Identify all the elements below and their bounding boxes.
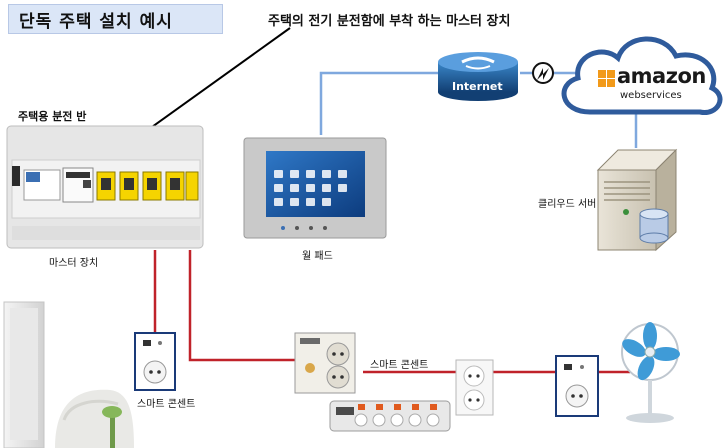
- outlet-icon-left: [134, 332, 176, 391]
- smart-outlet-double: [294, 332, 356, 394]
- server-icon: [596, 148, 678, 252]
- smart-outlet-left-label: 스마트 콘센트: [137, 399, 196, 410]
- database-icon: [639, 208, 669, 244]
- callout-text: 주택의 전기 분전함에 부착 하는 마스터 장치: [268, 14, 511, 29]
- panel-label: 주택용 분전 반: [18, 110, 87, 123]
- aws-cubes-icon: [598, 70, 615, 87]
- power-lines: [153, 250, 630, 374]
- wall-pad: [243, 137, 387, 239]
- cloud-server-label: 클리우드 서버: [538, 199, 597, 210]
- smart-outlet-mid-label: 스마트 콘센트: [370, 360, 429, 371]
- chair-icon: [55, 389, 134, 448]
- distribution-panel: [6, 125, 204, 249]
- air-purifier-icon: [3, 301, 45, 448]
- cloud-icon: [561, 36, 723, 115]
- amazon-sub: webservices: [620, 90, 682, 101]
- plain-double-outlet: [455, 359, 494, 416]
- wallpad-label: 월 패드: [302, 251, 333, 262]
- fan-icon: [621, 322, 680, 423]
- outlet-icon-right: [555, 355, 599, 417]
- breakers: [96, 171, 199, 201]
- master-label: 마스터 장치: [49, 258, 99, 269]
- power-strip-icon: [329, 400, 451, 432]
- internet-label: Internet: [452, 80, 503, 93]
- amazon-brand: amazon: [617, 64, 706, 88]
- page-title: 단독 주택 설치 예시: [8, 4, 223, 34]
- router-icon: [438, 52, 518, 101]
- firewall-icon: [532, 62, 554, 84]
